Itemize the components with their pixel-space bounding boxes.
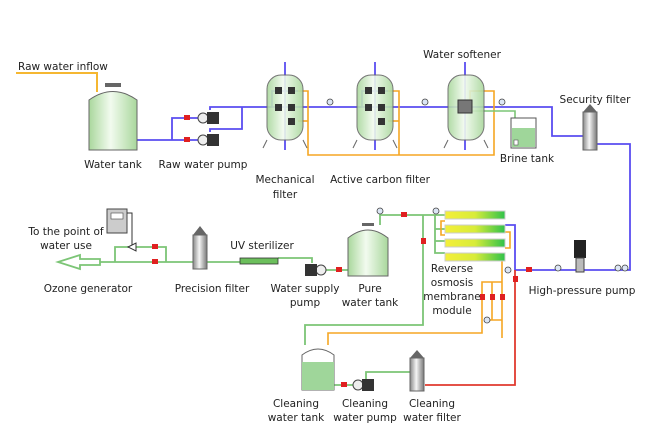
label-brine-tank: Brine tank — [500, 153, 555, 165]
cleaning-water-tank — [301, 348, 335, 391]
water-supply-pump-icon — [305, 264, 327, 276]
label-raw-water-pump: Raw water pump — [159, 159, 248, 171]
security-filter-vessel — [582, 104, 598, 151]
labels: Raw water inflow Water tank Raw water pu… — [18, 49, 636, 424]
precision-filter-vessel — [192, 226, 208, 270]
pumps — [197, 112, 374, 391]
label-water-supply-pump-2: pump — [290, 297, 321, 309]
pressure-gauges — [326, 98, 629, 324]
label-high-pressure-pump: High-pressure pump — [529, 285, 636, 297]
raw-inflow-pipe — [16, 72, 98, 92]
label-pure-water-tank-2: water tank — [342, 297, 399, 309]
label-water-supply-pump-1: Water supply — [271, 283, 340, 295]
label-ro-2: osmosis — [431, 277, 473, 289]
label-uv-sterilizer: UV sterilizer — [230, 240, 294, 252]
water-softener-vessel — [443, 74, 489, 149]
outlet-arrow-icon — [55, 253, 101, 271]
active-carbon-filter-vessel — [352, 74, 398, 149]
label-ro-1: Reverse — [431, 263, 473, 275]
pure-water-tank — [347, 223, 389, 277]
uv-sterilizer-unit — [239, 257, 279, 265]
label-point-of-use-1: To the point of — [27, 226, 104, 238]
label-water-softener: Water softener — [423, 49, 501, 61]
label-ozone-generator: Ozone generator — [44, 283, 133, 295]
label-active-carbon-filter: Active carbon filter — [330, 174, 431, 186]
label-ro-3: membrane — [423, 291, 480, 303]
water-tank — [88, 83, 138, 151]
cleaning-water-filter-vessel — [409, 350, 425, 392]
label-precision-filter: Precision filter — [175, 283, 250, 295]
raw-water-pump-2-icon — [197, 134, 219, 146]
label-cleaning-pump-2: water pump — [333, 412, 397, 424]
label-raw-water-inflow: Raw water inflow — [18, 61, 108, 73]
high-pressure-pump-unit — [574, 240, 586, 273]
label-pure-water-tank-1: Pure — [358, 283, 381, 295]
label-water-tank: Water tank — [84, 159, 143, 171]
label-ro-4: module — [432, 305, 471, 317]
label-cleaning-tank-1: Cleaning — [273, 398, 319, 410]
label-cleaning-pump-1: Cleaning — [342, 398, 388, 410]
label-point-of-use-2: water use — [40, 240, 92, 252]
label-cleaning-tank-2: water tank — [268, 412, 325, 424]
ro-membranes — [444, 210, 506, 262]
label-security-filter: Security filter — [560, 94, 632, 106]
label-mechanical-filter-1: Mechanical — [255, 174, 314, 186]
product-pipes — [98, 214, 445, 386]
valves — [152, 115, 532, 387]
cleaning-water-pump-icon — [352, 379, 374, 391]
raw-water-pump-1-icon — [197, 112, 219, 124]
cleaning-return-pipe — [425, 270, 516, 386]
ozone-generator-unit — [106, 208, 137, 252]
label-mechanical-filter-2: filter — [273, 189, 298, 201]
brine-tank — [510, 117, 537, 149]
mechanical-filter-vessel — [262, 74, 308, 149]
label-cleaning-filter-2: water filter — [403, 412, 461, 424]
vessels — [106, 74, 598, 392]
label-cleaning-filter-1: Cleaning — [409, 398, 455, 410]
